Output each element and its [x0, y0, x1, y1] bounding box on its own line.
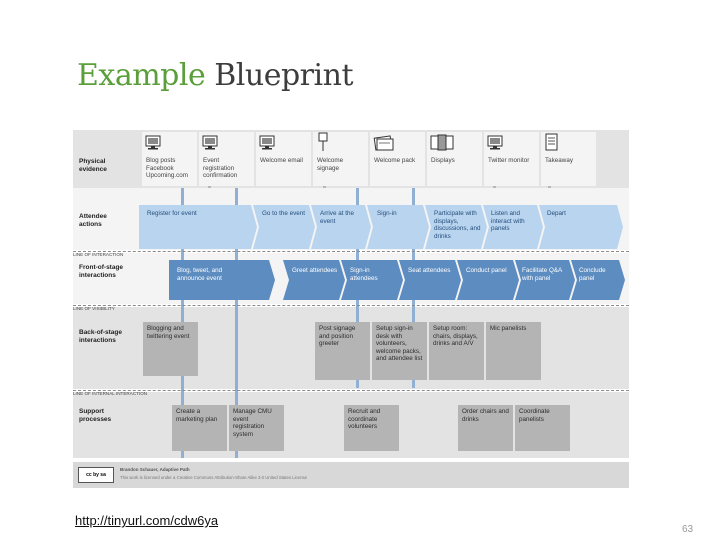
- attendee-action: Sign-in: [377, 210, 397, 217]
- attendee-action: Depart: [547, 210, 566, 217]
- cc-license-badge: cc by sa: [78, 467, 114, 483]
- evidence-label: Twitter monitor: [488, 157, 530, 164]
- support-step: Create a marketing plan: [172, 405, 227, 451]
- evidence-label: Blog posts Facebook Upcoming.com: [146, 157, 188, 180]
- front-stage-step: Conclude panel: [579, 267, 606, 282]
- lane-label-front: Front-of-stage interactions: [79, 264, 124, 279]
- line-of-internal-interaction-label: LINE OF INTERNAL INTERACTION: [73, 391, 148, 396]
- lane-label-attendee: Attendee actions: [79, 213, 107, 228]
- attendee-action: Arrive at the event: [320, 210, 354, 225]
- attendee-action: Listen and interact with panels: [491, 210, 525, 233]
- line-of-interaction: [73, 251, 629, 252]
- attendee-action: Register for event: [147, 210, 197, 217]
- line-of-internal-interaction: [73, 390, 629, 391]
- front-stage-step: Conduct panel: [466, 267, 507, 274]
- page-number: 63: [682, 524, 694, 535]
- line-of-visibility-label: LINE OF VISIBILITY: [73, 306, 115, 311]
- computer-icon: [202, 135, 218, 150]
- front-stage-step: Sign-in attendees: [350, 267, 378, 282]
- evidence-label: Displays: [431, 157, 455, 164]
- front-stage-band: [169, 260, 625, 300]
- pack-icon: [373, 135, 394, 151]
- line-of-interaction-label: LINE OF INTERACTION: [73, 252, 124, 257]
- support-step: Order chairs and drinks: [458, 405, 513, 451]
- connector-line: [235, 188, 238, 458]
- sign-icon: [318, 132, 328, 151]
- front-stage-step: Facilitate Q&A with panel: [522, 267, 562, 282]
- line-of-visibility: [73, 305, 629, 306]
- document-icon: [545, 133, 558, 151]
- computer-icon: [259, 135, 275, 150]
- back-stage-step: Blogging and twittering event: [143, 322, 198, 376]
- back-stage-step: Setup room: chairs, displays, drinks and…: [429, 322, 484, 380]
- attendee-action: Go to the event: [262, 210, 306, 217]
- evidence-label: Welcome pack: [374, 157, 416, 164]
- source-link[interactable]: http://tinyurl.com/cdw6ya: [75, 513, 219, 528]
- front-stage-step: Blog, tweet, and announce event: [177, 267, 223, 282]
- display-icon: [430, 134, 454, 151]
- support-step: Recruit and coordinate volunteers: [344, 405, 399, 451]
- evidence-label: Event registration confirmation: [203, 157, 238, 180]
- lane-label-physical: Physical evidence: [79, 158, 107, 173]
- evidence-label: Welcome signage: [317, 157, 344, 172]
- author-credit: Brandon Schauer, Adaptive Path: [120, 467, 190, 472]
- slide-title: Example Blueprint: [77, 58, 353, 93]
- front-stage-step: Greet attendees: [292, 267, 338, 274]
- attendee-actions-band: [139, 205, 623, 249]
- back-stage-step: Setup sign-in desk with volunteers, welc…: [372, 322, 427, 380]
- computer-icon: [145, 135, 161, 150]
- support-step: Manage CMU event registration system: [229, 405, 284, 451]
- service-blueprint: Physical evidence Attendee actions Front…: [73, 130, 629, 488]
- license-footer: cc by sa Brandon Schauer, Adaptive Path …: [73, 462, 629, 488]
- lane-label-back: Back-of-stage interactions: [79, 329, 122, 344]
- computer-icon: [487, 135, 503, 150]
- evidence-label: Takeaway: [545, 157, 574, 164]
- support-step: Coordinate panelists: [515, 405, 570, 451]
- slide-title-accent: Example: [77, 58, 206, 93]
- evidence-label: Welcome email: [260, 157, 303, 164]
- slide-title-rest: Blueprint: [214, 58, 353, 93]
- back-stage-step: Post signage and position greeter: [315, 322, 370, 380]
- back-stage-step: Mic panelists: [486, 322, 541, 380]
- attendee-action: Participate with displays, discussions, …: [434, 210, 481, 240]
- license-text: This work is licensed under a Creative C…: [120, 475, 308, 480]
- lane-label-support: Support processes: [79, 408, 112, 423]
- front-stage-step: Seat attendees: [408, 267, 451, 274]
